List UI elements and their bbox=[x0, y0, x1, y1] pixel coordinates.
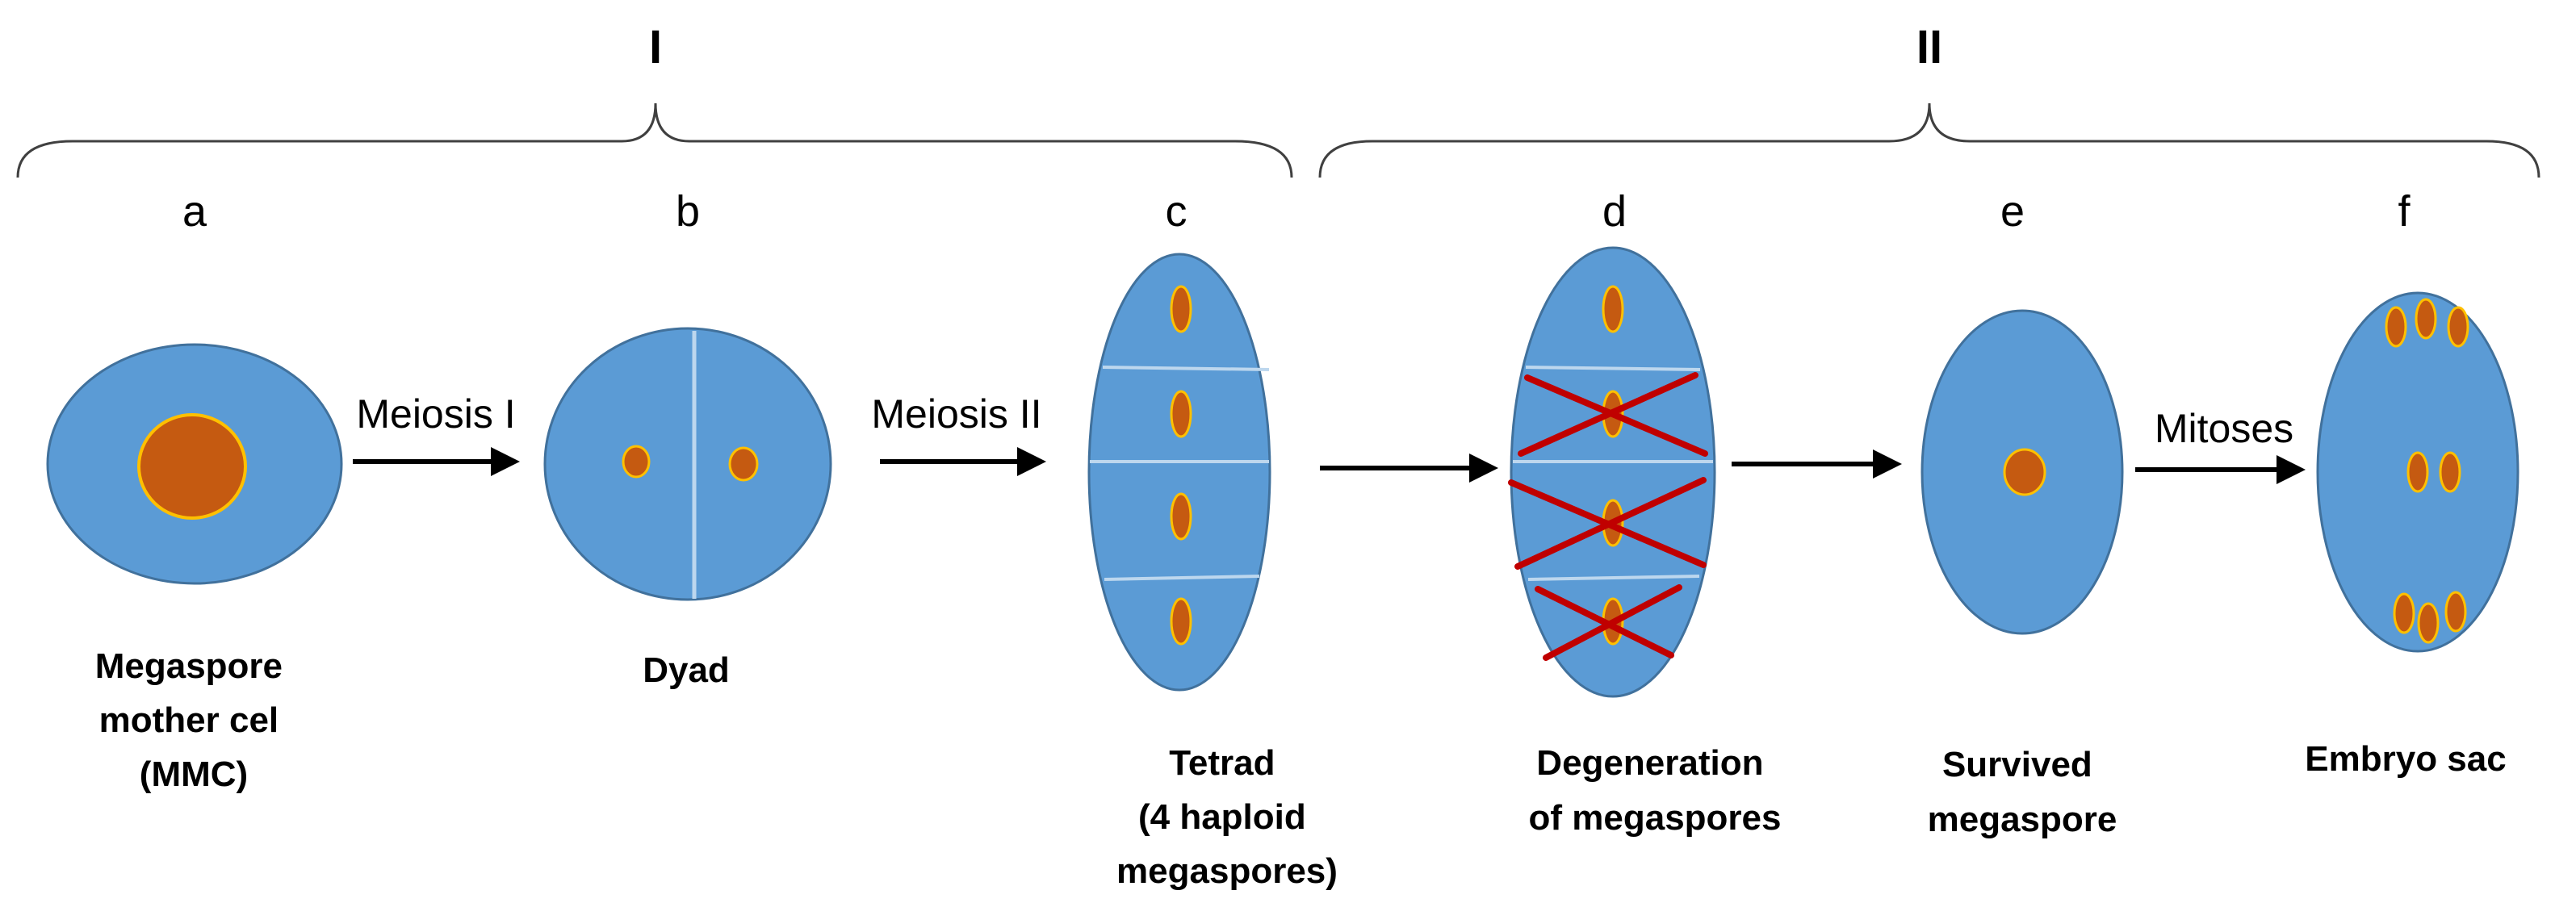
embryo-nucleus-mid-1 bbox=[2406, 451, 2429, 493]
tetrad-wall-1 bbox=[1102, 366, 1270, 371]
degeneration-nucleus-1 bbox=[1602, 285, 1624, 333]
tetrad-cell-body bbox=[1087, 253, 1271, 692]
caption-survived: Survived megaspore bbox=[1928, 745, 2117, 839]
caption-tetrad-line-1: Tetrad bbox=[1169, 743, 1275, 783]
cell-mmc bbox=[46, 343, 343, 585]
cell-dyad bbox=[543, 327, 832, 601]
tetrad-nucleus-4 bbox=[1170, 597, 1192, 646]
embryo-nucleus-mid-2 bbox=[2439, 451, 2461, 493]
caption-dyad-line-1: Dyad bbox=[643, 650, 730, 690]
caption-tetrad-line-2: (4 haploid bbox=[1138, 797, 1306, 837]
cross-mark-1b bbox=[1518, 372, 1698, 457]
embryo-nucleus-bottom-3 bbox=[2444, 591, 2467, 633]
cross-mark-2b bbox=[1514, 477, 1707, 570]
stage-letter-f: f bbox=[2398, 187, 2411, 236]
dyad-nucleus-right bbox=[728, 446, 759, 482]
cross-mark-3b bbox=[1543, 584, 1682, 661]
cell-survived-megaspore bbox=[1920, 309, 2124, 635]
caption-mmc-line-3: (MMC) bbox=[140, 755, 248, 794]
stage-letter-e: e bbox=[2000, 187, 2025, 236]
tetrad-nucleus-1 bbox=[1170, 285, 1192, 333]
caption-mmc-line-1: Megaspore bbox=[95, 646, 283, 686]
tetrad-nucleus-2 bbox=[1170, 390, 1192, 438]
phase-label-2: II bbox=[1916, 21, 1942, 73]
caption-survived-line-1: Survived bbox=[1942, 745, 2092, 784]
cell-embryo-sac bbox=[2316, 291, 2519, 653]
stage-letter-b: b bbox=[676, 187, 700, 236]
tetrad-nucleus-3 bbox=[1170, 492, 1192, 541]
phase-bracket-2 bbox=[1318, 102, 2540, 178]
caption-tetrad: Tetrad (4 haploid megaspores) bbox=[1116, 743, 1338, 891]
embryo-nucleus-top-1 bbox=[2385, 306, 2407, 348]
caption-survived-line-2: megaspore bbox=[1928, 800, 2117, 839]
embryo-nucleus-top-3 bbox=[2447, 306, 2469, 348]
caption-mmc: Megaspore mother cel (MMC) bbox=[95, 646, 293, 794]
dyad-nucleus-left bbox=[622, 445, 651, 479]
phase-bracket-1 bbox=[16, 102, 1293, 178]
caption-degeneration-line-1: Degeneration bbox=[1536, 743, 1763, 783]
stage-letter-a: a bbox=[182, 187, 207, 236]
survived-nucleus bbox=[2003, 448, 2046, 496]
stage-letter-c: c bbox=[1166, 187, 1187, 236]
embryo-nucleus-top-2 bbox=[2415, 298, 2437, 340]
caption-dyad: Dyad bbox=[643, 650, 730, 690]
degeneration-wall-1 bbox=[1525, 366, 1701, 371]
cross-mark-1a bbox=[1524, 374, 1708, 457]
cell-degeneration bbox=[1508, 246, 1716, 698]
caption-embryo-sac-line-1: Embryo sac bbox=[2305, 739, 2506, 779]
degeneration-wall-3 bbox=[1527, 575, 1700, 581]
caption-degeneration-line-2: of megaspores bbox=[1529, 798, 1782, 838]
transition-label-meiosis-2: Meiosis II bbox=[871, 391, 1041, 437]
cross-mark-3a bbox=[1535, 586, 1674, 658]
phase-label-1: I bbox=[649, 21, 662, 73]
caption-degeneration: Degeneration of megaspores bbox=[1529, 743, 1782, 838]
dyad-cell-body bbox=[543, 327, 832, 601]
transition-label-meiosis-1: Meiosis I bbox=[356, 391, 515, 437]
embryo-nucleus-bottom-2 bbox=[2417, 602, 2440, 644]
stage-letter-d: d bbox=[1602, 187, 1627, 236]
caption-embryo-sac: Embryo sac bbox=[2305, 739, 2506, 779]
caption-mmc-line-2: mother cel bbox=[99, 700, 279, 740]
transition-label-mitoses: Mitoses bbox=[2155, 406, 2293, 451]
tetrad-wall-3 bbox=[1104, 575, 1260, 581]
degeneration-cross-marks bbox=[1508, 372, 1708, 661]
caption-tetrad-line-3: megaspores) bbox=[1116, 851, 1338, 891]
mmc-nucleus bbox=[137, 413, 247, 520]
cell-tetrad bbox=[1087, 253, 1271, 692]
degeneration-cell-body bbox=[1510, 246, 1716, 698]
embryo-nucleus-bottom-1 bbox=[2393, 592, 2415, 634]
